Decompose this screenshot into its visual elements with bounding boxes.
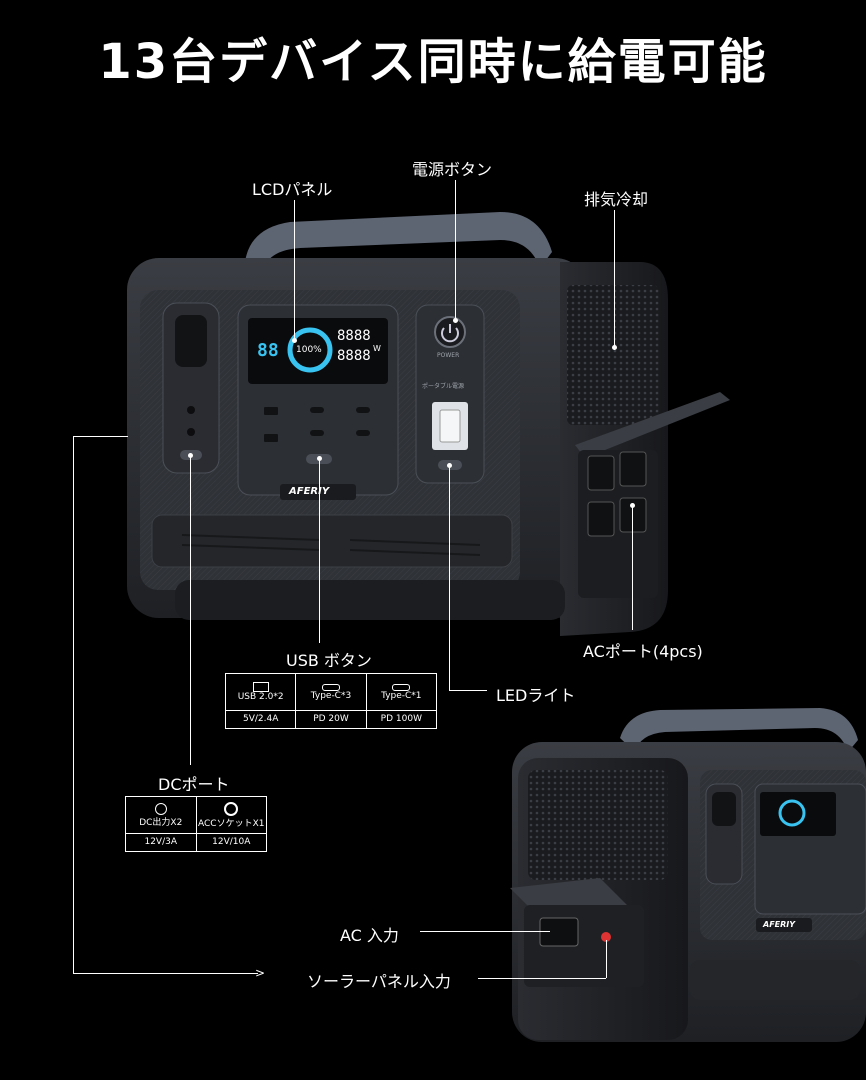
callout-ac-ports: ACポート(4pcs) — [583, 642, 703, 661]
dc-outlet-icon — [154, 802, 167, 815]
type-c-icon — [392, 683, 411, 691]
usb-port-spec: PD 100W — [380, 714, 422, 724]
callout-power-button: 電源ボタン — [412, 160, 493, 179]
brand-logo: AFERIY — [289, 486, 330, 497]
usb-button-line — [319, 458, 320, 643]
led-light-line-h — [449, 690, 487, 691]
usb-port-spec: 5V/2.4A — [242, 714, 279, 724]
callout-solar-input: ソーラーパネル入力 — [307, 972, 451, 991]
callout-ac-input: AC 入力 — [340, 926, 399, 945]
arrow-right-icon: > — [255, 966, 266, 980]
lcd-left-readout: 88 — [257, 340, 279, 361]
acc-socket-icon — [224, 801, 239, 816]
dc-port-name: DC出力X2 — [139, 817, 183, 828]
ac-flap — [575, 392, 730, 458]
dc-ports-line — [190, 455, 191, 765]
power-label: POWER — [437, 352, 460, 359]
handle-shape — [245, 212, 552, 272]
brand-logo-rear: AFERIY — [763, 920, 796, 929]
callout-dc-ports: DCポート — [158, 775, 230, 794]
usb-table-cell: USB 2.0*2 5V/2.4A — [226, 674, 297, 728]
usb-table-cell: Type-C*1 PD 100W — [366, 674, 436, 728]
lcd-panel-line — [294, 200, 295, 340]
ac-input-line — [420, 931, 550, 932]
usb-table-cell: Type-C*3 PD 20W — [296, 674, 367, 728]
callout-led-light: LEDライト — [496, 686, 576, 705]
dc-table-cell: ACCソケットX1 12V/10A — [196, 797, 266, 851]
lcd-output-readout: 8888 — [337, 348, 371, 364]
solar-input-line-h — [478, 978, 606, 979]
ac-ports-line — [632, 505, 633, 630]
panel-caption: ポータブル電源 — [422, 383, 465, 390]
exhaust-line — [614, 210, 615, 350]
side-vent — [567, 285, 659, 425]
usb-port-name: USB 2.0*2 — [237, 692, 284, 702]
callout-exhaust-cooling: 排気冷却 — [584, 190, 649, 209]
led-light-line-v — [449, 465, 450, 690]
lcd-input-readout: 8888 — [337, 328, 371, 344]
dc-port-spec: 12V/3A — [144, 837, 178, 847]
usb-spec-table: USB 2.0*2 5V/2.4A Type-C*3 PD 20W Type-C… — [225, 673, 437, 729]
lcd-unit: W — [373, 344, 381, 353]
lcd-percent: 100% — [296, 345, 322, 355]
usb-port-icon — [252, 682, 269, 692]
callout-lcd-panel: LCDパネル — [252, 180, 333, 199]
usb-port-name: Type-C*1 — [381, 690, 422, 701]
lcd-screen — [248, 318, 388, 384]
dc-port-name: ACCソケットX1 — [198, 818, 265, 829]
left-guide-top — [73, 436, 128, 437]
left-guide-vertical — [73, 436, 74, 973]
dc-spec-table: DC出力X2 12V/3A ACCソケットX1 12V/10A — [125, 796, 267, 852]
page-title: 13台デバイス同時に給電可能 — [98, 34, 768, 90]
dc-table-cell: DC出力X2 12V/3A — [126, 797, 197, 851]
left-guide-bottom — [73, 973, 258, 974]
usb-port-spec: PD 20W — [313, 714, 349, 724]
usb-port-name: Type-C*3 — [310, 690, 352, 701]
power-button-line — [455, 180, 456, 320]
solar-input-line-v — [606, 940, 607, 978]
callout-usb-button: USB ボタン — [286, 651, 372, 670]
dc-port-spec: 12V/10A — [212, 837, 251, 847]
type-c-icon — [321, 683, 340, 691]
